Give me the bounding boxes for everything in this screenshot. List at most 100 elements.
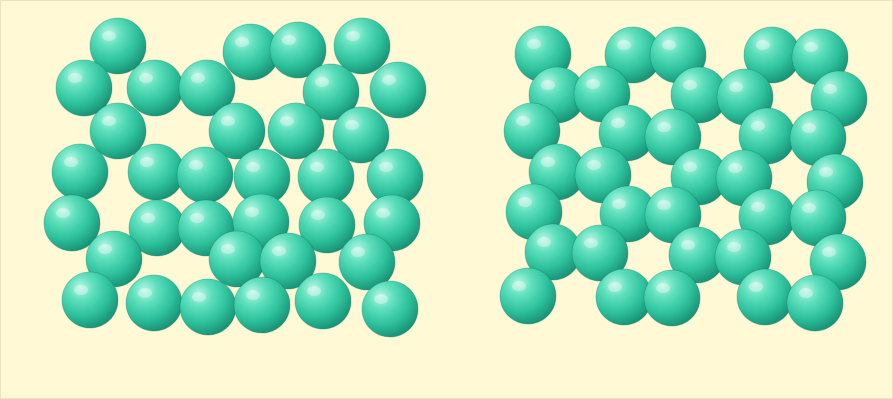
sphere-highlight [351,247,365,257]
sphere-body [126,275,182,331]
sphere-highlight [64,157,78,167]
sphere-body [52,144,108,200]
sphere-highlight [382,75,396,85]
sphere-highlight [189,160,203,170]
sphere-highlight [587,160,601,170]
sphere-highlight [823,84,837,94]
sphere-highlight [102,31,116,41]
sphere-highlight [657,200,671,210]
sphere-highlight [376,208,390,218]
sphere-highlight [608,282,622,292]
sphere [737,269,793,325]
sphere-highlight [727,242,741,252]
sphere-highlight [681,240,695,250]
sphere-highlight [192,292,206,302]
sphere [644,270,700,326]
sphere [128,144,184,200]
sphere-highlight [74,285,88,295]
sphere-highlight [751,121,765,131]
sphere-highlight [537,237,551,247]
sphere-highlight [140,157,154,167]
sphere-highlight [518,197,532,207]
sphere [295,273,351,329]
sphere-highlight [282,35,296,45]
sphere-highlight [307,286,321,296]
sphere-highlight [138,288,152,298]
sphere-body [362,281,418,337]
sphere-highlight [141,213,155,223]
sphere-body [787,275,843,331]
sphere-highlight [799,288,813,298]
sphere-highlight [68,73,82,83]
sphere-highlight [617,40,631,50]
sphere-highlight [541,80,555,90]
sphere-highlight [272,246,286,256]
sphere [177,147,233,203]
sphere-body [62,272,118,328]
sphere-highlight [541,157,555,167]
sphere [126,275,182,331]
sphere-highlight [656,283,670,293]
sphere [596,269,652,325]
sphere-body [596,269,652,325]
sphere-highlight [98,244,112,254]
sphere [127,60,183,116]
sphere-body [128,144,184,200]
sphere-highlight [191,73,205,83]
sphere-highlight [822,247,836,257]
sphere-highlight [683,80,697,90]
sphere-highlight [310,162,324,172]
sphere-highlight [245,207,259,217]
sphere-body [234,277,290,333]
sphere [52,144,108,200]
sphere-highlight [611,118,625,128]
sphere-highlight [527,39,541,49]
sphere-highlight [374,294,388,304]
sphere-highlight [246,290,260,300]
sphere-highlight [346,31,360,41]
sphere-body [298,149,354,205]
sphere-highlight [139,73,153,83]
sphere-highlight [729,82,743,92]
sphere-highlight [235,37,249,47]
sphere [180,279,236,335]
sphere-highlight [804,42,818,52]
sphere-highlight [586,79,600,89]
sphere-body [177,147,233,203]
sphere [334,18,390,74]
sphere-highlight [315,77,329,87]
sphere-highlight [751,202,765,212]
sphere-highlight [756,40,770,50]
sphere-body [180,279,236,335]
sphere-highlight [728,163,742,173]
sphere-highlight [512,281,526,291]
sphere-highlight [657,122,671,132]
sphere-highlight [749,282,763,292]
sphere [234,277,290,333]
sphere [370,62,426,118]
sphere-body [334,18,390,74]
sphere-highlight [221,116,235,126]
sphere-highlight [662,40,676,50]
sphere-highlight [379,162,393,172]
sphere-highlight [683,162,697,172]
sphere [298,149,354,205]
sphere-highlight [221,244,235,254]
sphere-highlight [190,213,204,223]
sphere [62,272,118,328]
sphere-body [500,268,556,324]
sphere [500,268,556,324]
sphere [362,281,418,337]
sphere-body [295,273,351,329]
sphere-highlight [56,208,70,218]
sphere-highlight [246,162,260,172]
sphere-highlight [802,123,816,133]
sphere-highlight [802,203,816,213]
sphere-body [644,270,700,326]
sphere [787,275,843,331]
sphere-body [370,62,426,118]
sphere-body [127,60,183,116]
sphere-highlight [584,238,598,248]
sphere-highlight [516,116,530,126]
